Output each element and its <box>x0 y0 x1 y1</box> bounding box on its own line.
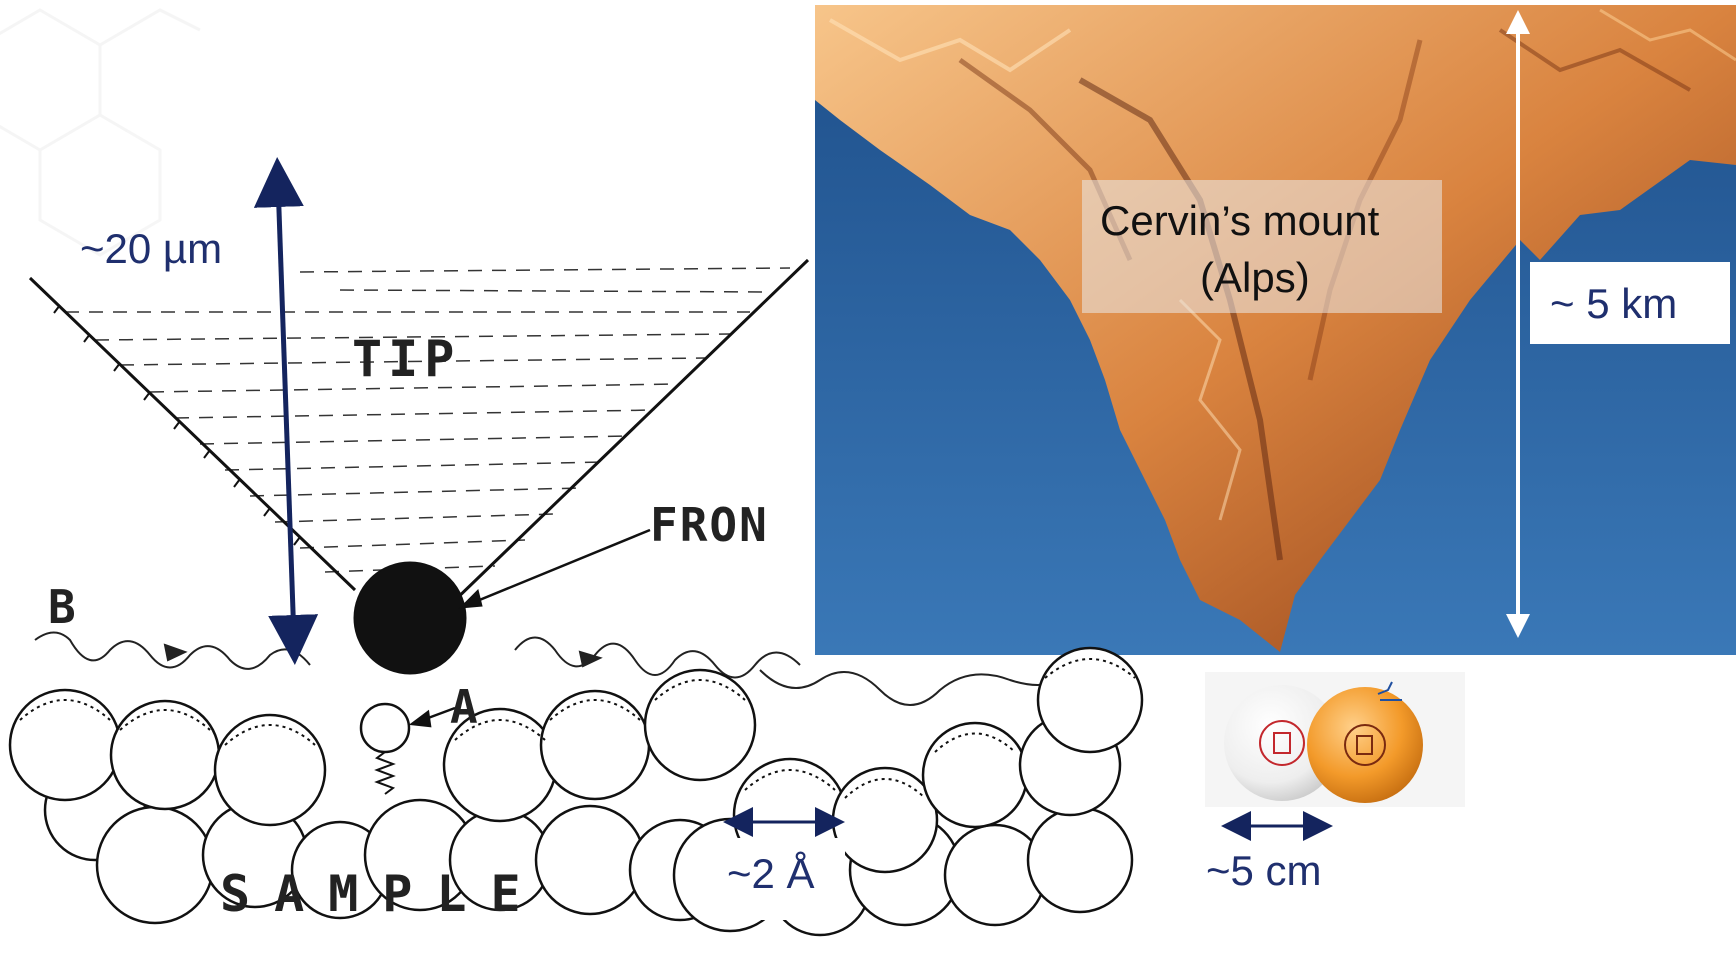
atom-spacing-box <box>710 838 845 920</box>
a-text: A <box>450 680 478 734</box>
mountain-size-box <box>1530 262 1730 344</box>
mountain-name-line1: Cervin’s mount <box>1100 197 1380 244</box>
b-text: B <box>48 580 76 634</box>
tip-size-arrow <box>253 157 319 665</box>
tip-size-label: ~20 µm <box>80 225 223 272</box>
sample-text: SAMPLE <box>220 865 545 923</box>
front-text: FRON <box>650 498 769 552</box>
atom-hatching <box>19 658 1136 799</box>
mountain-size-label: ~ 5 km <box>1550 280 1678 327</box>
orange-ball <box>1307 687 1423 803</box>
mountain-label-box <box>1082 180 1442 313</box>
tip-text: TIP <box>352 330 461 388</box>
ball-size-label: ~5 cm <box>1206 847 1322 894</box>
atom-spacing-label: ~2 Å <box>727 850 815 897</box>
tip-right-edge <box>448 258 810 607</box>
front-pointer-arrow <box>459 528 651 610</box>
background-pattern <box>0 8 201 257</box>
front-atom <box>353 561 467 675</box>
mountain-name-line2: (Alps) <box>1200 254 1310 301</box>
mountain-rock <box>815 5 1736 652</box>
adatom-a <box>359 702 456 795</box>
tip-left-edge <box>28 276 357 592</box>
tip-sketch <box>28 258 810 675</box>
white-ball <box>1224 685 1340 801</box>
ping-pong-balls <box>1205 672 1465 807</box>
